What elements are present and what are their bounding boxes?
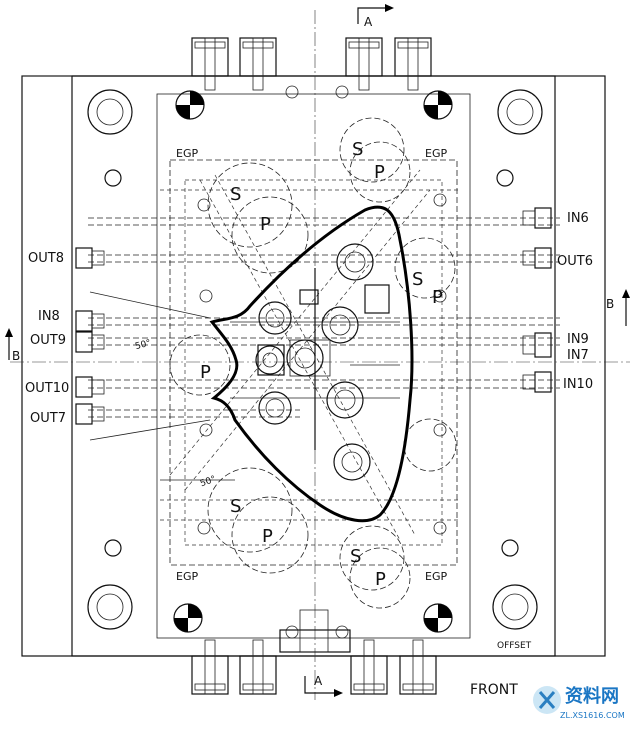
top-bolts xyxy=(191,37,432,91)
p-label: P xyxy=(375,569,386,590)
egp-label: EGP xyxy=(425,570,447,583)
right-fittings xyxy=(522,207,552,393)
section-b-left: B xyxy=(5,328,20,363)
label-in7: IN7 xyxy=(567,348,589,363)
section-a-top: A xyxy=(357,4,394,29)
label-in8: IN8 xyxy=(38,309,60,324)
section-a-top-label: A xyxy=(364,15,373,29)
label-in9: IN9 xyxy=(567,332,589,347)
guide-pillars xyxy=(87,89,543,633)
screws xyxy=(104,85,519,639)
section-a-bottom-label: A xyxy=(314,674,323,688)
part-outline xyxy=(209,205,414,523)
angle-label: 50° xyxy=(134,338,152,352)
outer-plate xyxy=(21,75,606,657)
p-label: P xyxy=(374,162,385,183)
label-in6: IN6 xyxy=(567,211,589,226)
s-label: S xyxy=(352,139,363,160)
core-block xyxy=(156,93,471,639)
section-b-left-label: B xyxy=(12,349,20,363)
watermark-cn: 资料网 xyxy=(565,685,619,707)
inner-plate xyxy=(71,75,556,657)
ejector-circles xyxy=(169,117,457,609)
cavities xyxy=(230,243,400,481)
bottom-bolts xyxy=(191,609,437,695)
p-label: P xyxy=(262,526,273,547)
egp-label: EGP xyxy=(176,570,198,583)
p-label: P xyxy=(200,362,211,383)
cooling-lines xyxy=(88,189,560,521)
label-out9: OUT9 xyxy=(30,333,66,348)
s-label: S xyxy=(230,496,241,517)
label-out7: OUT7 xyxy=(30,411,66,426)
offset-label: OFFSET xyxy=(497,641,532,651)
egp-label: EGP xyxy=(176,147,198,160)
s-label: S xyxy=(350,546,361,567)
section-b-right-label: B xyxy=(606,297,614,311)
label-out6: OUT6 xyxy=(557,254,593,269)
view-title: FRONT xyxy=(470,682,518,698)
section-b-right: B xyxy=(606,289,630,326)
section-a-bottom: A xyxy=(304,674,343,697)
cavity-outline xyxy=(169,159,458,566)
egp-label: EGP xyxy=(425,147,447,160)
watermark: 资料网 ZL.XS1616.COM xyxy=(533,685,625,720)
watermark-url: ZL.XS1616.COM xyxy=(560,711,625,720)
s-label: S xyxy=(230,184,241,205)
p-label: P xyxy=(260,214,271,235)
p-label: P xyxy=(432,287,443,308)
s-label: S xyxy=(412,269,423,290)
left-fittings xyxy=(75,247,105,425)
label-out10: OUT10 xyxy=(25,381,69,396)
label-out8: OUT8 xyxy=(28,251,64,266)
label-in10: IN10 xyxy=(563,377,593,392)
